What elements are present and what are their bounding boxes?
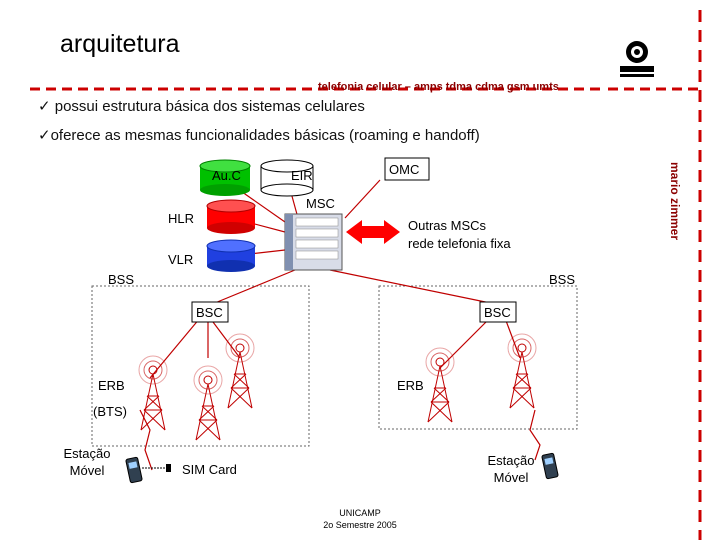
page-title: arquitetura xyxy=(60,30,180,58)
hlr-label: HLR xyxy=(168,211,195,226)
radio-links xyxy=(139,409,541,471)
bts-label: (BTS) xyxy=(93,404,127,419)
estacao-right-line2: Móvel xyxy=(493,470,529,485)
eir-label: EIR xyxy=(291,168,313,183)
bsc-right-box xyxy=(479,301,517,323)
erb-left-label: ERB xyxy=(98,378,125,393)
bsc-right-label: BSC xyxy=(484,305,511,320)
hlr-database-icon xyxy=(206,199,256,234)
bss-left-label: BSS xyxy=(108,272,135,287)
footer: UNICAMP 2o Semestre 2005 xyxy=(300,507,420,531)
bullet-1: ✓ possui estrutura básica dos sistemas c… xyxy=(38,98,365,115)
msc-switch-icon xyxy=(284,213,343,271)
unicamp-logo xyxy=(620,41,654,77)
omc-box xyxy=(384,157,430,181)
estacao-left-line2: Móvel xyxy=(69,463,105,478)
author-vertical-text: mario zimmer xyxy=(668,162,682,241)
page-subtitle: telefonia celular – amps tdma cdma gsm u… xyxy=(318,81,559,93)
auc-label: Au.C xyxy=(212,168,241,183)
antenna-tower-icon xyxy=(138,333,537,441)
bss-right-box xyxy=(378,285,578,430)
footer-line2: 2o Semestre 2005 xyxy=(323,520,397,530)
vlr-database-icon xyxy=(206,239,256,272)
vlr-label: VLR xyxy=(168,252,194,267)
sim-card-icon xyxy=(142,464,171,472)
omc-label: OMC xyxy=(389,162,420,177)
connection-lines xyxy=(149,177,521,379)
sim-card-label: SIM Card xyxy=(182,462,237,477)
bss-left-box xyxy=(91,285,310,447)
outras-mscs-label: Outras MSCs xyxy=(408,218,487,233)
estacao-right-line1: Estação xyxy=(487,453,535,468)
erb-right-label: ERB xyxy=(397,378,424,393)
double-arrow-icon xyxy=(346,220,400,244)
auc-database-icon xyxy=(199,159,251,196)
bsc-left-box xyxy=(191,301,229,323)
eir-database-icon xyxy=(260,159,314,197)
footer-line1: UNICAMP xyxy=(339,508,381,518)
msc-label: MSC xyxy=(306,196,335,211)
mobile-phone-icon xyxy=(125,452,559,484)
bullet-2: ✓oferece as mesmas funcionalidades básic… xyxy=(38,127,480,144)
bsc-left-label: BSC xyxy=(196,305,223,320)
estacao-left-line1: Estação xyxy=(63,446,111,461)
bss-right-label: BSS xyxy=(549,272,576,287)
rede-fixa-label: rede telefonia fixa xyxy=(408,236,511,251)
